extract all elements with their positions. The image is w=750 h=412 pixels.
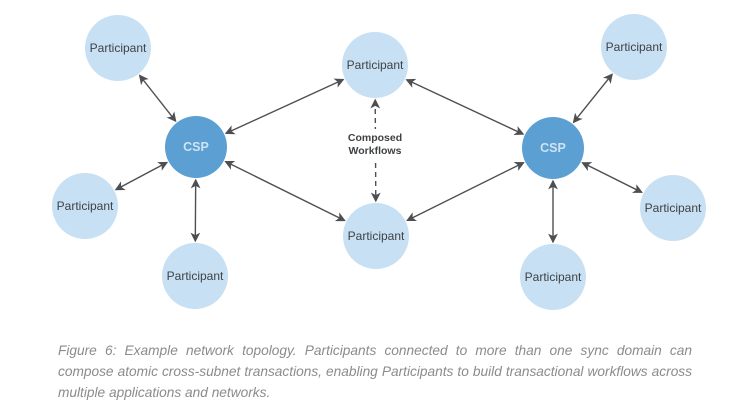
edge-csp-left--p-bottom-center (224, 160, 346, 222)
edge-p-top-center--csp-right (405, 78, 525, 135)
edge-label-background (338, 129, 412, 160)
edge-csp-left--p-top-center (224, 78, 345, 135)
edges-layer (114, 73, 643, 244)
participant-circle (85, 15, 151, 81)
edge-csp-left--p-left-mid (114, 161, 169, 191)
participant-label: Participant (90, 41, 147, 55)
figure-caption: Figure 6: Example network topology. Part… (58, 343, 692, 401)
participant-label: Participant (347, 58, 404, 72)
node-p-top-left: Participant (85, 15, 151, 81)
participant-circle (640, 175, 706, 241)
participant-circle (343, 203, 409, 269)
edge-csp-right--p-top-right (572, 73, 613, 124)
participant-circle (52, 173, 118, 239)
csp-label: CSP (540, 141, 566, 155)
participant-label: Participant (645, 201, 702, 215)
node-p-bottom-right: Participant (520, 244, 586, 310)
node-p-right-mid: Participant (640, 175, 706, 241)
edge-p-top-left--csp-left (138, 74, 177, 123)
node-p-bottom-left: Participant (162, 243, 228, 309)
participant-label: Participant (348, 229, 405, 243)
node-p-left-mid: Participant (52, 173, 118, 239)
node-csp-right: CSP (522, 117, 584, 179)
participant-circle (162, 243, 228, 309)
participant-circle (342, 32, 408, 98)
node-csp-left: CSP (165, 116, 227, 178)
node-p-top-right: Participant (601, 14, 667, 80)
csp-circle (165, 116, 227, 178)
participant-label: Participant (57, 199, 114, 213)
edge-csp-right--p-bottom-center (406, 162, 525, 222)
node-p-top-center: Participant (342, 32, 408, 98)
nodes-layer: ParticipantCSPParticipantParticipantPart… (52, 14, 706, 310)
participant-label: Participant (525, 270, 582, 284)
edge-p-top-center--p-bottom-center (370, 98, 381, 203)
participant-label: Participant (606, 40, 663, 54)
edge-csp-right--p-right-mid (581, 162, 643, 193)
node-p-bottom-center: Participant (343, 203, 409, 269)
participant-circle (601, 14, 667, 80)
participant-circle (520, 244, 586, 310)
csp-circle (522, 117, 584, 179)
participant-label: Participant (167, 269, 224, 283)
csp-label: CSP (183, 140, 209, 154)
